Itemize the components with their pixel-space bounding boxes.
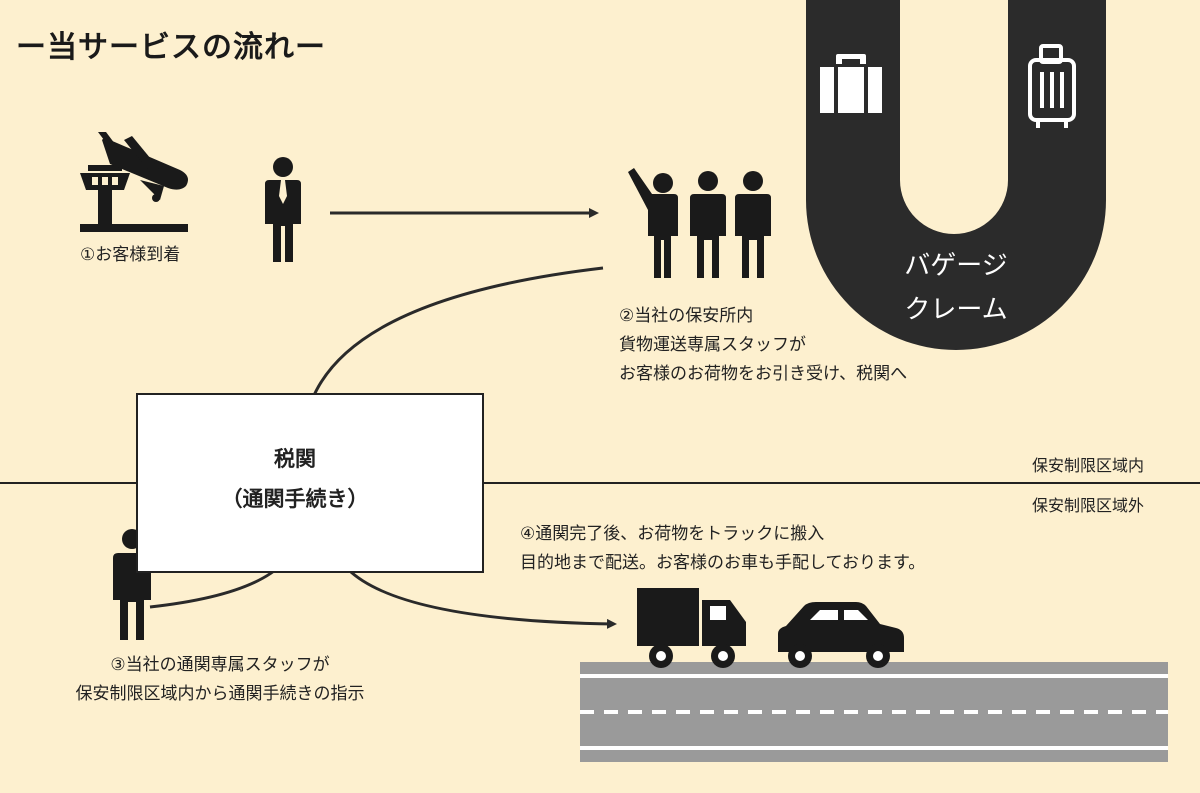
step3-line: ③当社の通関専属スタッフが (110, 655, 330, 675)
road-icon (580, 662, 1168, 762)
step3-line: 保安制限区域内から通関手続きの指示 (75, 684, 365, 704)
tower-icon (80, 165, 188, 232)
arrival-plane-icon (98, 132, 188, 202)
staff-group-icon (628, 168, 771, 278)
suitcase-icon (1028, 44, 1076, 128)
customs-title-line: 税関 (274, 447, 316, 471)
truck-icon (637, 588, 746, 668)
businessman-icon (265, 157, 301, 262)
step3-label: ③当社の通関専属スタッフが 保安制限区域内から通関手続きの指示 (40, 651, 400, 709)
step4-label: ④通関完了後、お荷物をトラックに搬入 目的地まで配送。お客様のお車も手配しており… (520, 520, 925, 578)
customs-title: 税関 （通関手続き） (188, 439, 402, 519)
customs-subtitle-line: （通関手続き） (221, 487, 369, 511)
step4-line: ④通関完了後、お荷物をトラックに搬入 (520, 524, 825, 544)
zone-outside-label: 保安制限区域外 (1032, 496, 1145, 515)
step2-line: お客様のお荷物をお引き受け、税関へ (619, 364, 908, 384)
baggage-claim-line: バゲージ (904, 251, 1008, 281)
baggage-claim-label: バゲージ クレーム (866, 244, 1046, 332)
step1-label: ①お客様到着 (80, 245, 181, 265)
car-icon (778, 602, 904, 668)
step2-line: 貨物運送専属スタッフが (619, 335, 806, 355)
customs-box: 税関 （通関手続き） (136, 393, 484, 573)
briefcase-icon (820, 54, 882, 113)
page-title: ー当サービスの流れー (16, 30, 326, 65)
step2-line: ②当社の保安所内 (619, 306, 754, 326)
step2-label: ②当社の保安所内 貨物運送専属スタッフが お客様のお荷物をお引き受け、税関へ (619, 302, 907, 389)
baggage-claim-line: クレーム (904, 295, 1008, 325)
zone-inside-label: 保安制限区域内 (1032, 456, 1145, 475)
arrow-staff-to-customs (302, 266, 604, 423)
step4-line: 目的地まで配送。お客様のお車も手配しております。 (520, 553, 926, 573)
